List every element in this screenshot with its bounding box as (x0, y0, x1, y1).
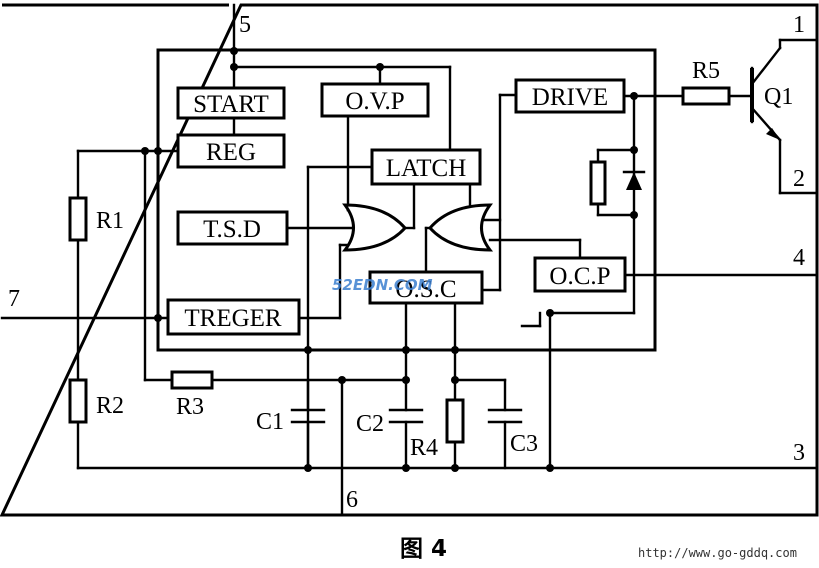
outer-module-frame (0, 3, 819, 517)
c3-label: C3 (510, 431, 538, 457)
pin-2-label: 2 (793, 166, 805, 192)
pin-6-label: 6 (346, 487, 358, 513)
r4-label: R4 (410, 435, 438, 461)
start-block: START (176, 86, 286, 120)
resistor-r2 (68, 378, 88, 424)
source-url: http://www.go-gddq.com (638, 546, 797, 560)
r1-label: R1 (96, 208, 124, 234)
ocp-block: O.C.P (533, 256, 627, 293)
resistor-r1 (68, 196, 88, 242)
resistor-r3 (170, 370, 214, 390)
pin-5-label: 5 (239, 12, 251, 38)
or-gate-left (341, 203, 408, 252)
ovp-label: O.V.P (345, 88, 404, 115)
tsd-label: T.S.D (203, 216, 261, 243)
capacitor-plates (290, 408, 523, 424)
pin-1-label: 1 (793, 12, 805, 38)
q1-label: Q1 (764, 84, 793, 110)
transistor-q1 (750, 68, 780, 140)
drive-label: DRIVE (532, 84, 608, 111)
osc-label: O.S.C (395, 276, 456, 303)
tsd-block: T.S.D (176, 210, 289, 246)
pin-3-label: 3 (793, 440, 805, 466)
reg-block: REG (176, 133, 286, 169)
resistor-sense (589, 160, 607, 206)
ovp-block: O.V.P (320, 82, 430, 118)
drive-block: DRIVE (514, 78, 626, 114)
osc-block: O.S.C (368, 270, 484, 305)
start-label: START (193, 91, 269, 118)
figure-caption: 图 4 (400, 536, 447, 562)
treger-label: TREGER (184, 305, 282, 332)
latch-label: LATCH (386, 155, 467, 182)
c2-label: C2 (356, 411, 384, 437)
pin-7-label: 7 (8, 286, 20, 312)
ocp-label: O.C.P (549, 263, 610, 290)
or-gate-right (427, 203, 494, 252)
pin-4-label: 4 (793, 245, 805, 271)
reg-label: REG (206, 139, 256, 166)
latch-block: LATCH (370, 148, 482, 186)
junction-dots (141, 47, 638, 472)
r3-label: R3 (176, 394, 204, 420)
c1-label: C1 (256, 409, 284, 435)
resistor-r4 (445, 398, 465, 444)
watermark: 52EDN.COM (332, 276, 433, 294)
resistor-r5 (681, 86, 731, 106)
r2-label: R2 (96, 393, 124, 419)
r5-label: R5 (692, 58, 720, 84)
zener-diode (622, 170, 646, 190)
treger-block: TREGER (166, 298, 301, 336)
